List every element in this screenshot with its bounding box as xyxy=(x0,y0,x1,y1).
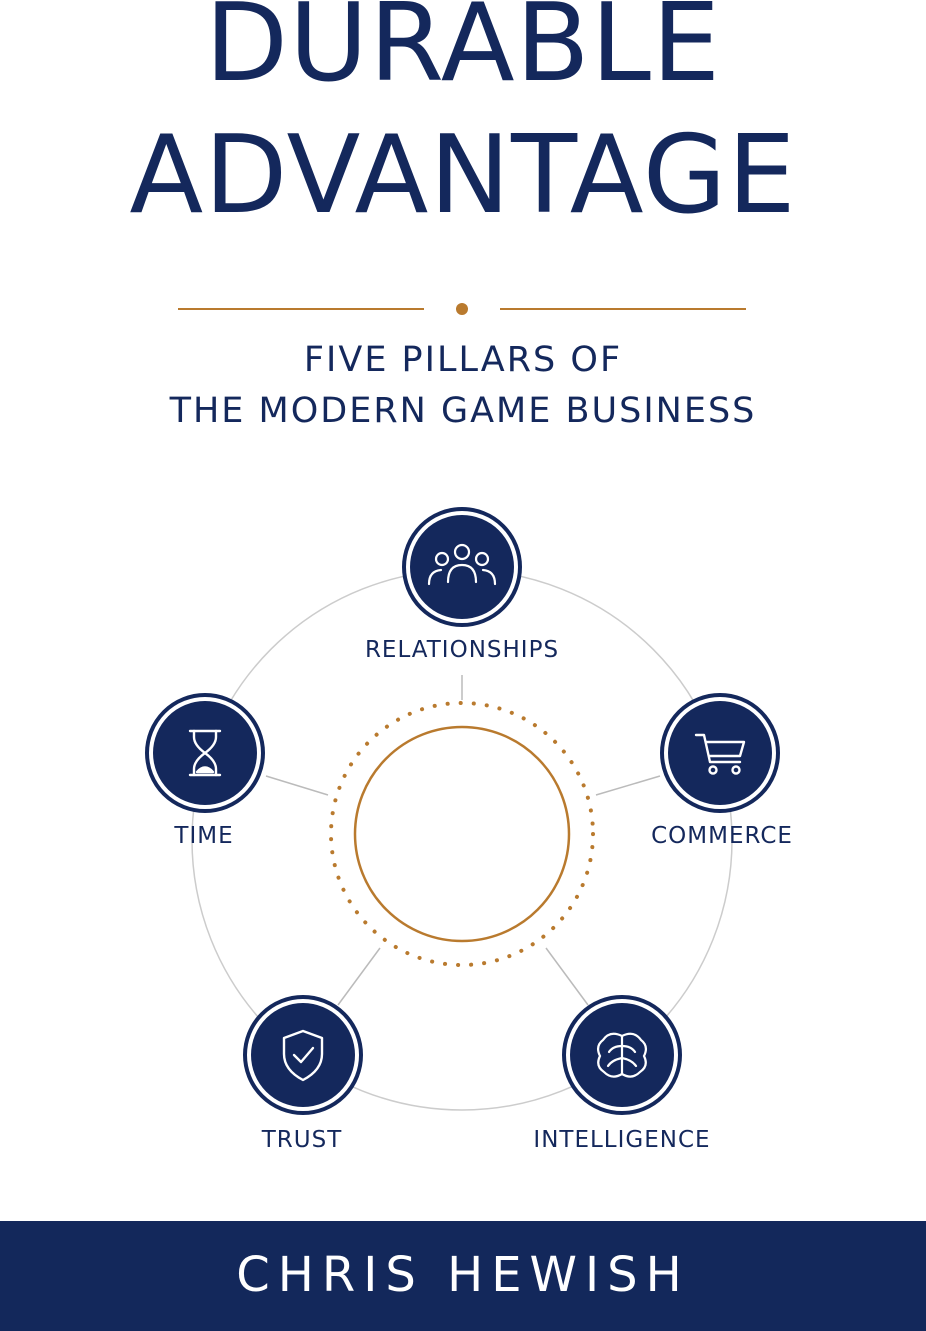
author-name: CHRIS HEWISH xyxy=(236,1247,690,1303)
shield-check-icon xyxy=(282,1029,324,1082)
subtitle-line-2: THE MODERN GAME BUSINESS xyxy=(169,391,757,431)
dotted-ring xyxy=(329,701,595,967)
title-line-2: ADVANTAGE xyxy=(129,113,797,238)
pillar-relationships-disc xyxy=(410,515,514,619)
divider-line-left xyxy=(178,308,424,310)
shopping-cart-icon xyxy=(694,733,746,775)
hourglass-icon xyxy=(188,729,222,777)
divider-dot xyxy=(456,303,468,315)
spoke-time xyxy=(265,775,329,796)
spoke-commerce xyxy=(595,775,661,796)
people-group-icon xyxy=(427,543,497,586)
pillar-label-commerce: COMMERCE xyxy=(651,823,793,849)
pillar-label-relationships: RELATIONSHIPS xyxy=(365,637,559,663)
pillar-commerce xyxy=(660,693,780,813)
center-circle xyxy=(353,725,571,943)
author-band xyxy=(0,1221,926,1331)
pillar-label-trust: TRUST xyxy=(261,1127,343,1153)
spoke-trust xyxy=(337,947,381,1006)
pillar-time xyxy=(145,693,265,813)
spoke-intelligence xyxy=(545,947,589,1006)
divider-line-right xyxy=(500,308,746,310)
title-line-1: DURABLE xyxy=(204,0,722,106)
pillars-diagram: RELATIONSHIPS COMMERCE xyxy=(145,507,793,1153)
pillar-relationships xyxy=(402,507,522,627)
brain-icon xyxy=(596,1032,648,1078)
pillar-trust xyxy=(243,995,363,1115)
pillar-intelligence xyxy=(562,995,682,1115)
pillar-label-intelligence: INTELLIGENCE xyxy=(533,1127,710,1153)
pillar-trust-disc xyxy=(251,1003,355,1107)
subtitle-line-1: FIVE PILLARS OF xyxy=(303,340,623,380)
pillar-label-time: TIME xyxy=(173,823,233,849)
pillar-commerce-disc xyxy=(668,701,772,805)
